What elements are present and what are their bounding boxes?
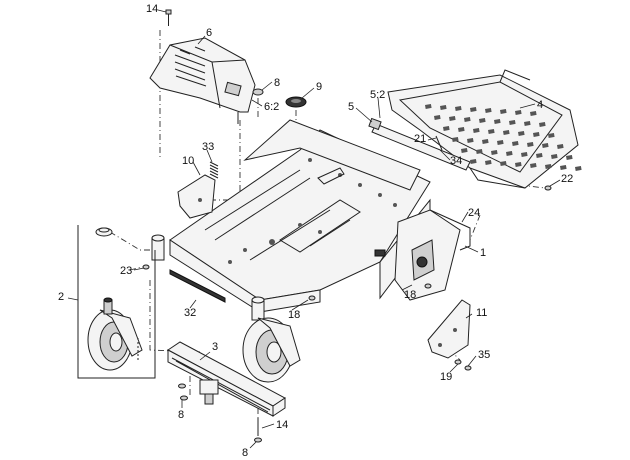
footrest-hole [506,150,513,156]
footrest-hole [488,128,495,134]
part-5-rod [368,117,471,171]
callout-2: 2 [58,291,64,303]
callout-18-right: 18 [404,289,416,301]
callout-8-bottom: 8 [242,447,248,459]
footrest-hole [574,165,582,171]
callout-9: 9 [316,81,322,93]
callout-6-2: 6:2 [264,101,279,113]
footrest-hole [509,119,516,125]
front-caster-wheel [242,317,301,383]
footrest-hole [457,126,465,132]
part-4-footrest [387,69,582,189]
part-33-spring [209,161,219,179]
footrest-hole [514,161,522,167]
part-10-bracket [177,174,216,219]
callout-18-left: 18 [288,309,300,321]
callout-23: 23 [120,265,132,277]
footrest-hole [434,114,441,120]
callout-11: 11 [476,307,487,319]
footrest-hole [461,147,468,153]
footrest-hole [514,109,522,115]
leader-lines [67,9,561,449]
part-32-strip [169,269,226,303]
nut-8-top [252,88,264,96]
footrest-hole [479,117,486,123]
footrest-hole [503,129,510,135]
hardware-22 [544,185,552,191]
footrest-hole [443,125,450,131]
footrest-hole [530,162,537,168]
part-3-bar [167,341,286,417]
footrest-holes [425,103,582,171]
footrest-hole [464,116,471,122]
footrest-hole [541,142,549,148]
footrest-hole [494,118,501,124]
footrest-hole [566,154,573,160]
callout-21: 21 [414,133,426,145]
callout-19: 19 [440,371,452,383]
callout-22: 22 [561,173,573,185]
footrest-hole [500,108,507,114]
footrest-hole [539,121,546,127]
callout-labels: 14 6 8 6:2 9 5:2 5 4 21 34 33 10 22 24 1… [58,3,573,459]
callout-32: 32 [184,307,196,319]
footrest-hole [485,159,492,165]
footrest-hole [526,141,534,147]
footrest-hole [511,140,519,146]
footrest-hole [449,115,456,121]
footrest-hole [520,151,528,157]
callout-14-bottom: 14 [276,419,288,431]
footrest-hole [440,104,447,110]
footrest-hole [547,132,555,138]
part-6-cover [149,37,256,124]
callout-35: 35 [478,349,490,361]
footrest-hole [523,120,531,126]
footrest-hole [518,130,525,136]
bolt-14-top [165,9,172,26]
footrest-hole [497,139,504,145]
footrest-hole [491,149,498,155]
part-1-frame [151,119,471,321]
callout-4: 4 [537,99,543,111]
footrest-hole [455,105,462,111]
callout-6: 6 [206,27,212,39]
callout-14-top: 14 [146,3,158,15]
footrest-hole [467,137,474,143]
footrest-hole [556,143,564,149]
part-9-grommet [285,96,307,108]
callout-24: 24 [468,207,480,219]
footrest-hole [485,107,492,113]
callout-5: 5 [348,101,354,113]
footrest-hole [452,136,459,142]
callout-8-top: 8 [274,77,280,89]
footrest-hole [551,153,558,159]
footrest-hole [500,160,507,166]
callout-10: 10 [182,155,194,167]
footrest-hole [470,106,477,112]
footrest-hole [529,110,537,116]
part-21-pin [435,135,443,151]
callout-3: 3 [212,341,218,353]
footrest-hole [545,163,552,169]
callout-33: 33 [202,141,214,153]
footrest-hole [533,131,540,137]
part-11-bracket [427,299,471,359]
callout-5-2: 5:2 [370,89,385,101]
callout-1: 1 [480,247,486,259]
footrest-hole [473,127,480,133]
footrest-hole [559,164,567,170]
footrest-hole [425,103,432,109]
footrest-hole [476,148,483,154]
part-2-caster-detail [77,225,156,379]
hardware-23 [142,264,150,270]
footrest-hole [470,158,477,164]
hardware-18 [308,283,432,301]
hardware-8-bottom [178,383,262,443]
footrest-hole [535,152,543,158]
callout-8-mid: 8 [178,409,184,421]
callout-34: 34 [450,155,462,167]
footrest-hole [482,138,489,144]
